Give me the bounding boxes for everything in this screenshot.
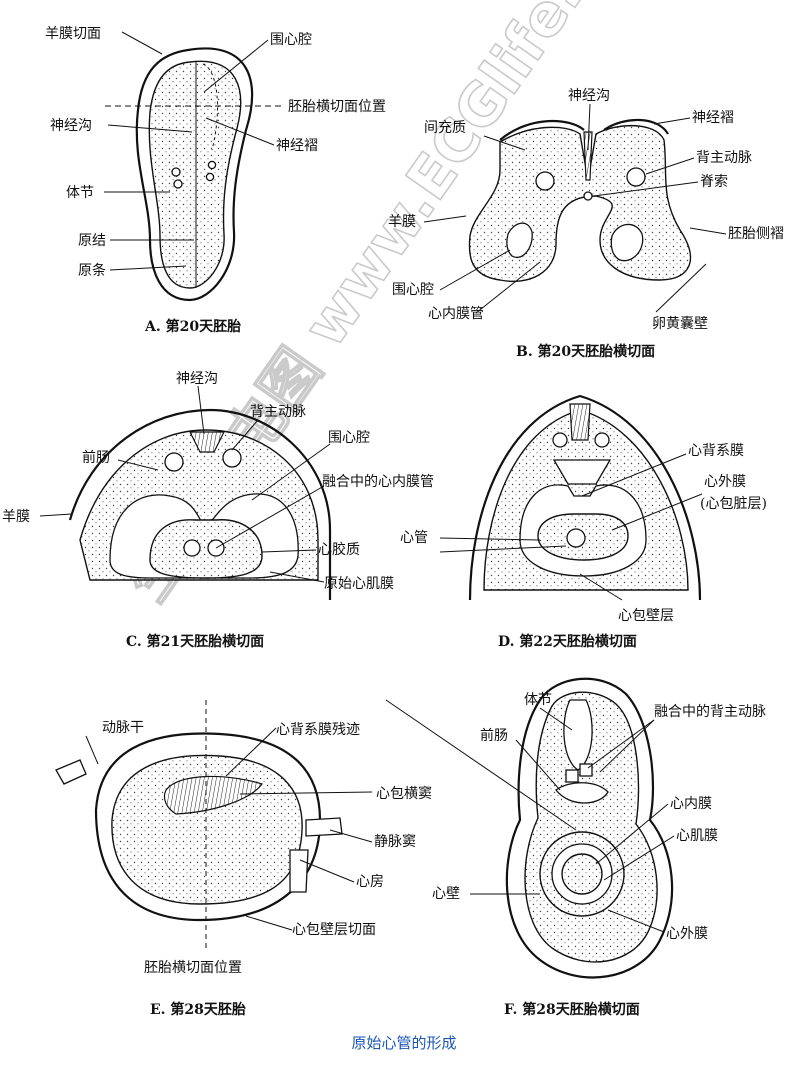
label-d-dorsal-mesocardium: 心背系膜 bbox=[688, 443, 744, 459]
label-neural-groove: 神经沟 bbox=[50, 118, 92, 134]
label-primitive-node: 原结 bbox=[78, 233, 106, 249]
figure-title: 原始心管的形成 bbox=[351, 1034, 456, 1052]
caption-b: B. 第20天胚胎横切面 bbox=[516, 343, 655, 360]
caption-c: C. 第21天胚胎横切面 bbox=[126, 633, 264, 650]
label-c-fusing-endocardial: 融合中的心内膜管 bbox=[322, 474, 434, 490]
label-neural-fold: 神经褶 bbox=[276, 138, 318, 154]
label-c-pericardial-cavity: 围心腔 bbox=[328, 430, 370, 446]
label-d-epicardium: 心外膜 bbox=[704, 474, 746, 490]
label-c-primitive-myocardium: 原始心肌膜 bbox=[324, 576, 394, 592]
label-f-heart-wall: 心壁 bbox=[432, 886, 460, 902]
label-b-mesenchyme: 间充质 bbox=[424, 120, 466, 136]
label-e-mesocardium-remnant: 心背系膜残迹 bbox=[276, 722, 360, 738]
label-d-parietal-pericardium: 心包壁层 bbox=[618, 608, 674, 624]
label-b-yolk-sac-wall: 卵黄囊壁 bbox=[652, 315, 708, 332]
label-c-foregut: 前肠 bbox=[82, 449, 110, 466]
panel-c: 神经沟 背主动脉 前肠 围心腔 融合中的心内膜管 羊膜 心胶质 原始心肌膜 C.… bbox=[2, 371, 434, 650]
label-b-dorsal-aorta: 背主动脉 bbox=[696, 150, 752, 166]
label-e-atrium: 心房 bbox=[356, 874, 384, 890]
label-amnion-cut: 羊膜切面 bbox=[45, 26, 101, 42]
label-b-endocardial-tube: 心内膜管 bbox=[428, 306, 484, 322]
label-b-lateral-fold: 胚胎侧褶 bbox=[728, 226, 784, 242]
label-c-dorsal-aorta: 背主动脉 bbox=[250, 404, 306, 420]
caption-f: F. 第28天胚胎横切面 bbox=[504, 1001, 640, 1018]
panel-f: 体节 融合中的背主动脉 前肠 心内膜 心肌膜 心壁 心外膜 F. 第28天胚胎横… bbox=[385, 677, 766, 1018]
label-f-endocardium: 心内膜 bbox=[670, 796, 712, 812]
label-c-amnion: 羊膜 bbox=[2, 509, 30, 525]
label-c-cardiac-jelly: 心胶质 bbox=[318, 541, 360, 558]
label-e-sinus-venosus: 静脉窦 bbox=[374, 834, 416, 850]
label-pericardial-cavity: 围心腔 bbox=[270, 32, 312, 48]
label-b-neural-groove: 神经沟 bbox=[568, 88, 610, 104]
caption-a: A. 第20天胚胎 bbox=[144, 318, 241, 335]
label-c-neural-groove: 神经沟 bbox=[176, 371, 218, 387]
label-e-transverse-sinus: 心包横窦 bbox=[376, 786, 432, 802]
label-b-amnion: 羊膜 bbox=[388, 214, 416, 230]
label-f-somite: 体节 bbox=[524, 692, 552, 708]
label-primitive-streak: 原条 bbox=[78, 262, 106, 279]
label-f-foregut: 前肠 bbox=[480, 727, 508, 744]
caption-d: D. 第22天胚胎横切面 bbox=[498, 633, 637, 650]
panel-a: 羊膜切面 围心腔 胚胎横切面位置 神经沟 神经褶 体节 原结 原条 A. 第20… bbox=[45, 26, 386, 335]
label-somite: 体节 bbox=[66, 185, 94, 201]
panel-e: 心背系膜残迹 动脉干 心包横窦 静脉窦 心房 心包壁层切面 胚胎横切面位置 E.… bbox=[55, 700, 432, 1018]
label-section-position: 胚胎横切面位置 bbox=[288, 99, 386, 115]
label-e-parietal-cut: 心包壁层切面 bbox=[292, 922, 376, 938]
label-d-epicardium-note: (心包脏层) bbox=[700, 496, 767, 512]
label-f-fusing-aorta: 融合中的背主动脉 bbox=[654, 704, 766, 720]
caption-e: E. 第28天胚胎 bbox=[150, 1001, 246, 1018]
label-f-epicardium: 心外膜 bbox=[666, 926, 708, 942]
label-e-truncus: 动脉干 bbox=[102, 720, 144, 736]
panel-b: 神经沟 间充质 神经褶 背主动脉 脊索 羊膜 胚胎侧褶 围心腔 心内膜管 卵黄囊… bbox=[388, 88, 784, 360]
label-d-heart-tube: 心管 bbox=[400, 530, 428, 546]
label-f-myocardium: 心肌膜 bbox=[676, 828, 718, 844]
label-b-pericardial-cavity: 围心腔 bbox=[392, 282, 434, 298]
panel-d: 心背系膜 心外膜 (心包脏层) 心管 心包壁层 D. 第22天胚胎横切面 bbox=[400, 394, 767, 650]
label-e-section-position: 胚胎横切面位置 bbox=[144, 960, 242, 976]
label-b-notochord: 脊索 bbox=[700, 173, 728, 190]
label-b-neural-fold: 神经褶 bbox=[692, 110, 734, 126]
